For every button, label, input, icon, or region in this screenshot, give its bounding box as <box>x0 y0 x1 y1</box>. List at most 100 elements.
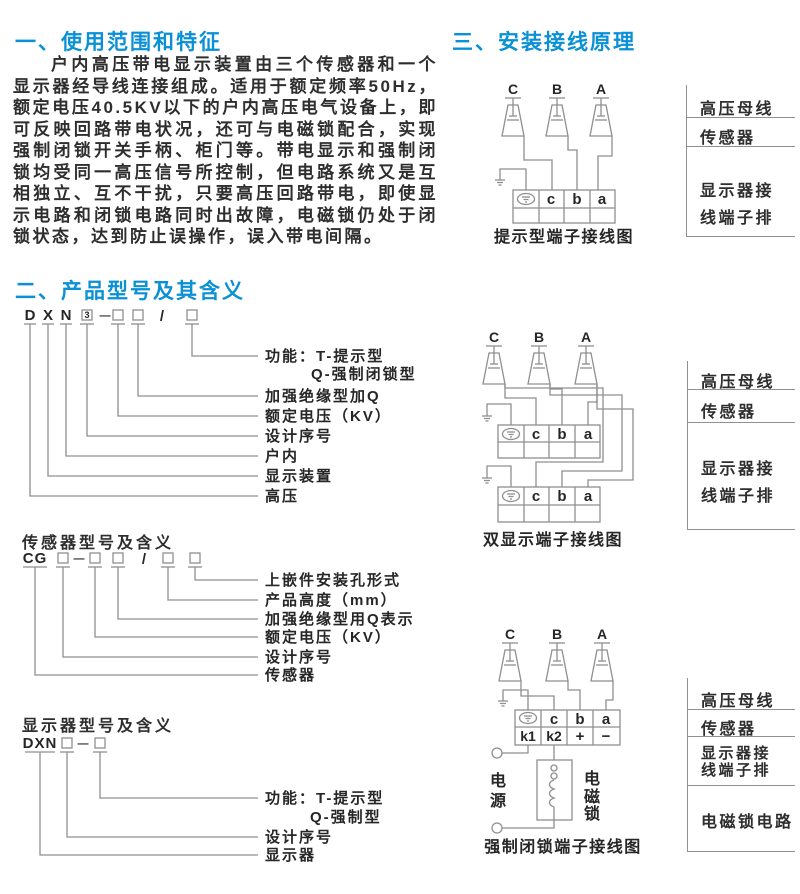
power-label: 电 源 <box>490 771 506 810</box>
terminal-label: b <box>557 488 566 505</box>
model-label: 上嵌件安装孔形式 <box>265 571 401 589</box>
sensor-symbol: A <box>589 81 613 137</box>
sensor-symbol: C <box>498 626 522 682</box>
sensor-symbol: B <box>545 626 569 682</box>
terminal-label: b <box>572 191 581 208</box>
terminal-label: b <box>557 426 566 443</box>
terminal-block-upper: c b a <box>497 424 601 459</box>
model-label: 设计序号 <box>265 427 333 445</box>
model-label: 功能：T-提示型 <box>265 347 384 365</box>
sensor-model-heading: 传感器型号及含义 <box>22 535 175 552</box>
model-char: D <box>25 307 36 324</box>
phase-label: B <box>552 626 562 642</box>
lock-label: 电 磁 锁 <box>584 769 600 823</box>
blank-box <box>112 309 124 321</box>
legend-row-sensor: 传感器 <box>688 390 795 423</box>
model-label: 高压 <box>265 487 299 505</box>
blank-box <box>186 309 198 321</box>
blank-box <box>89 552 101 564</box>
legend-row-bus: 高压母线 <box>688 361 795 391</box>
ground-terminal <box>518 711 538 725</box>
model-label: Q-强制型 <box>310 808 382 826</box>
terminal-label: a <box>584 426 593 443</box>
phase-label: C <box>505 626 515 642</box>
cg-model-code: CG — / <box>23 550 202 568</box>
model-char: N <box>61 307 72 324</box>
wires <box>486 384 634 487</box>
terminal-label: c <box>550 711 558 728</box>
wiring-diagram-dual-display: C B A c b a <box>482 329 634 549</box>
ground-symbol <box>482 410 492 422</box>
ground-symbol <box>495 173 505 186</box>
sensor-symbol: B <box>527 329 551 385</box>
svg-text:电: 电 <box>490 771 506 790</box>
blank-box <box>57 552 69 564</box>
blank-box <box>112 552 124 564</box>
phase-label: A <box>597 626 607 642</box>
legend-panel-3: 高压母线 传感器 显示器接 线端子排 电磁锁电路 <box>687 678 795 852</box>
sensor-symbol: C <box>501 81 525 137</box>
ground-symbol <box>498 695 508 707</box>
svg-text:锁: 锁 <box>584 804 600 823</box>
ground-terminal <box>516 192 536 206</box>
terminal-label: + <box>576 728 585 745</box>
diagram-caption: 提示型端子接线图 <box>494 227 634 246</box>
svg-text:磁: 磁 <box>584 787 600 806</box>
model-label: 设计序号 <box>265 828 333 846</box>
phase-label: B <box>552 81 562 97</box>
wiring-diagram-tip-type: C B A c b a 提示型端子接线图 <box>494 81 634 246</box>
sensor-symbol: A <box>574 329 598 385</box>
legend-label: 高压母线 <box>701 693 776 710</box>
blank-box <box>61 737 73 749</box>
model-label: Q-强制闭锁型 <box>311 365 417 383</box>
section1-title: 一、使用范围和特征 <box>15 31 222 54</box>
svg-text:电: 电 <box>584 769 600 788</box>
dxn-model-code: D X N 3 — / <box>24 307 199 325</box>
svg-text:源: 源 <box>490 791 506 810</box>
sensor-symbol: B <box>545 81 569 137</box>
wires <box>502 681 614 829</box>
legend-panel-2: 高压母线 传感器 显示器接 线端子排 <box>687 361 795 530</box>
wires <box>499 136 613 190</box>
legend-label: 线端子排 <box>701 762 772 779</box>
model-label: 加强绝缘型加Q <box>264 387 381 405</box>
legend-row-sensor: 传感器 <box>687 118 795 147</box>
legend-label: 传感器 <box>700 130 756 147</box>
dxn-model-diagram: D X N 3 — / 功能：T-提示型 Q-强制闭锁型 加强绝缘型加Q 额定电… <box>24 307 417 505</box>
dash-symbol: — <box>78 738 89 750</box>
terminal-label: k2 <box>546 728 562 744</box>
blank-box <box>94 737 106 749</box>
dxn-model-labels: 功能：T-提示型 Q-强制闭锁型 加强绝缘型加Q 额定电压（KV） 设计序号 户… <box>264 347 417 505</box>
terminal-label: − <box>602 728 611 745</box>
wiring-diagram-forced-lock: C B A c b a k1 k2 + <box>484 626 642 856</box>
coil-symbol <box>548 779 557 808</box>
legend-label: 线端子排 <box>700 210 775 227</box>
terminal-block-lower: c b a <box>497 486 601 523</box>
legend-label: 显示器接 <box>701 461 776 478</box>
connector-lines <box>29 324 258 497</box>
model-prefix: CG <box>23 550 48 567</box>
diagram-caption: 强制闭锁端子接线图 <box>484 837 642 856</box>
terminal-label: a <box>598 191 607 208</box>
terminal-label: c <box>532 488 540 505</box>
ground-symbol <box>482 472 492 484</box>
legend-label: 传感器 <box>701 404 757 421</box>
section1-body: 户内高压带电显示装置由三个传感器和一个显示器经导线连接组成。适用于额定频率50H… <box>13 55 438 246</box>
legend-row-terminal-strip: 显示器接 线端子排 <box>687 147 795 237</box>
legend-label: 线端子排 <box>701 488 776 505</box>
display-model-code: DXN — <box>23 735 107 753</box>
sensor-symbol: C <box>482 329 506 385</box>
dash-symbol: — <box>74 553 85 565</box>
terminal-label: a <box>584 488 593 505</box>
cg-model-labels: 上嵌件安装孔形式 产品高度（mm） 加强绝缘型用Q表示 额定电压（KV） 设计序… <box>264 571 413 684</box>
connector-lines <box>39 752 258 856</box>
blank-box <box>189 552 201 564</box>
electromagnetic-lock <box>536 759 573 821</box>
legend-label: 高压母线 <box>700 101 775 118</box>
power-terminal <box>491 822 503 834</box>
model-char: X <box>43 307 53 324</box>
blank-box <box>132 309 144 321</box>
model-label: 额定电压（KV） <box>265 628 392 646</box>
legend-panel-1: 高压母线 传感器 显示器接 线端子排 <box>686 85 795 237</box>
legend-row-lock-circuit: 电磁锁电路 <box>688 786 795 852</box>
